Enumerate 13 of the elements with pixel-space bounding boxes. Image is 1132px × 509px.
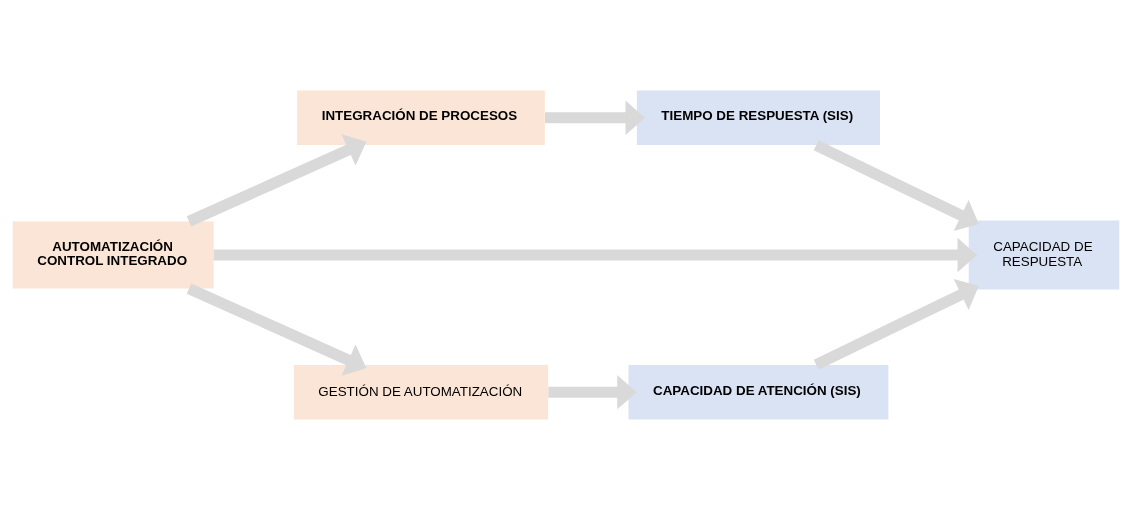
node-box: TIEMPO DE RESPUESTA (SIS) xyxy=(636,89,880,145)
node-box: CAPACIDAD DE RESPUESTA xyxy=(968,219,1120,290)
arrow xyxy=(813,278,979,370)
node-box: AUTOMATIZACIÓN CONTROL INTEGRADO xyxy=(12,221,214,288)
arrow xyxy=(548,374,637,409)
arrow xyxy=(186,133,367,227)
arrow xyxy=(545,100,646,135)
node-box: INTEGRACIÓN DE PROCESOS xyxy=(297,89,545,145)
node-box: CAPACIDAD DE ATENCIÓN (SIS) xyxy=(628,364,889,420)
node-box: GESTIÓN DE AUTOMATIZACIÓN xyxy=(293,364,549,420)
arrow xyxy=(186,282,367,376)
arrow xyxy=(813,139,979,231)
arrow xyxy=(213,237,978,272)
